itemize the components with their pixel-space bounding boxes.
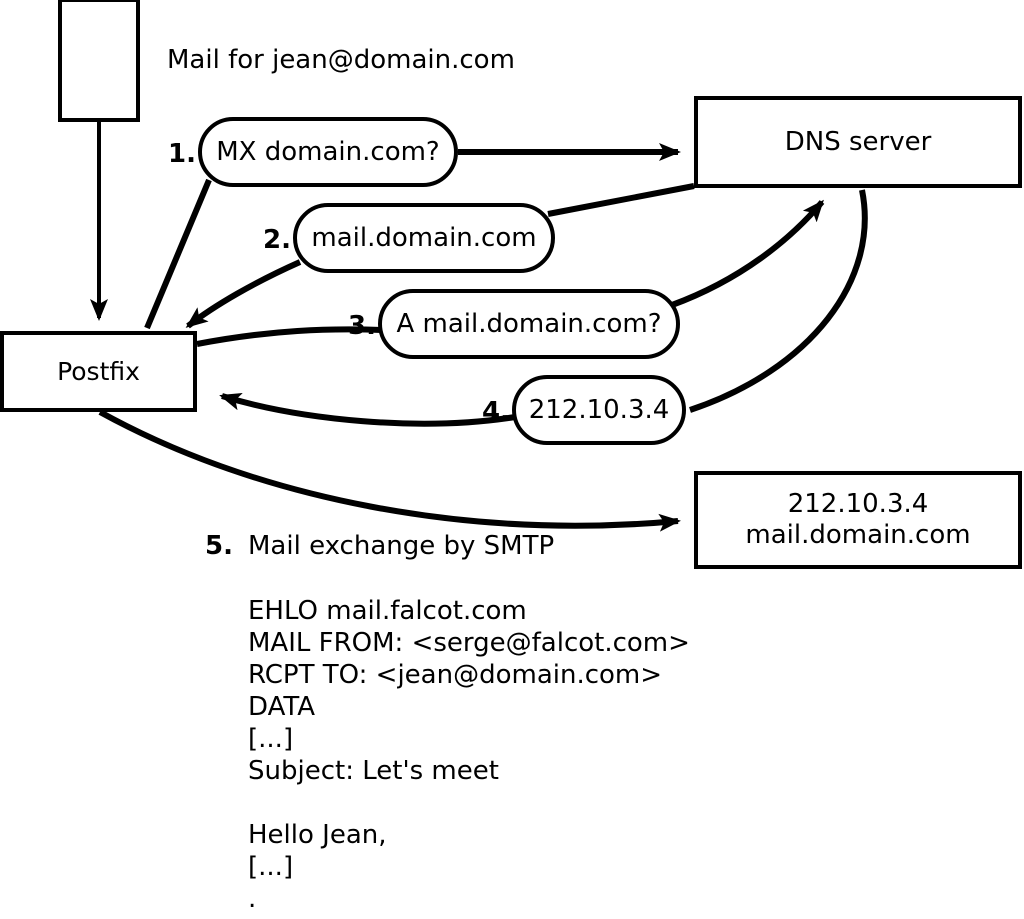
- arrow-step3-to-dns: [670, 199, 825, 308]
- step-5-label: Mail exchange by SMTP: [248, 531, 555, 561]
- smtp-transcript: EHLO mail.falcot.com MAIL FROM: <serge@f…: [248, 596, 690, 914]
- step-1-number: 1.: [168, 139, 196, 169]
- line-postfix-to-step3: [196, 326, 383, 347]
- dns-server-box: DNS server: [694, 96, 1022, 188]
- line-postfix-to-step1: [144, 178, 212, 330]
- postfix-box: Postfix: [0, 331, 197, 412]
- line-dns-to-step4: [689, 189, 868, 413]
- step-2-label: mail.domain.com: [311, 223, 537, 253]
- step-4-bubble: 212.10.3.4: [512, 375, 686, 445]
- step-5-number: 5.: [205, 531, 233, 561]
- mail-server-ip: 212.10.3.4: [787, 489, 929, 520]
- postfix-label: Postfix: [57, 356, 140, 386]
- mail-for-note: Mail for jean@domain.com: [167, 45, 515, 75]
- mail-server-host: mail.domain.com: [745, 520, 971, 550]
- step-3-number: 3.: [348, 311, 376, 341]
- dns-server-label: DNS server: [784, 126, 932, 157]
- line-dns-to-step2: [547, 183, 695, 217]
- arrow-postfix-to-mailserver: [98, 409, 681, 532]
- step-2-number: 2.: [263, 225, 291, 255]
- step-3-label: A mail.domain.com?: [396, 309, 662, 339]
- step-1-label: MX domain.com?: [216, 137, 440, 167]
- step-2-bubble: mail.domain.com: [293, 203, 555, 273]
- sender-box: [58, 0, 140, 122]
- step-1-bubble: MX domain.com?: [198, 117, 458, 187]
- arrow-step4-to-postfix: [219, 392, 516, 427]
- arrow-step2-to-postfix: [185, 259, 302, 329]
- mail-server-box: 212.10.3.4 mail.domain.com: [694, 471, 1022, 569]
- step-4-label: 212.10.3.4: [528, 395, 670, 425]
- step-3-bubble: A mail.domain.com?: [378, 289, 680, 359]
- step-4-number: 4.: [482, 397, 510, 427]
